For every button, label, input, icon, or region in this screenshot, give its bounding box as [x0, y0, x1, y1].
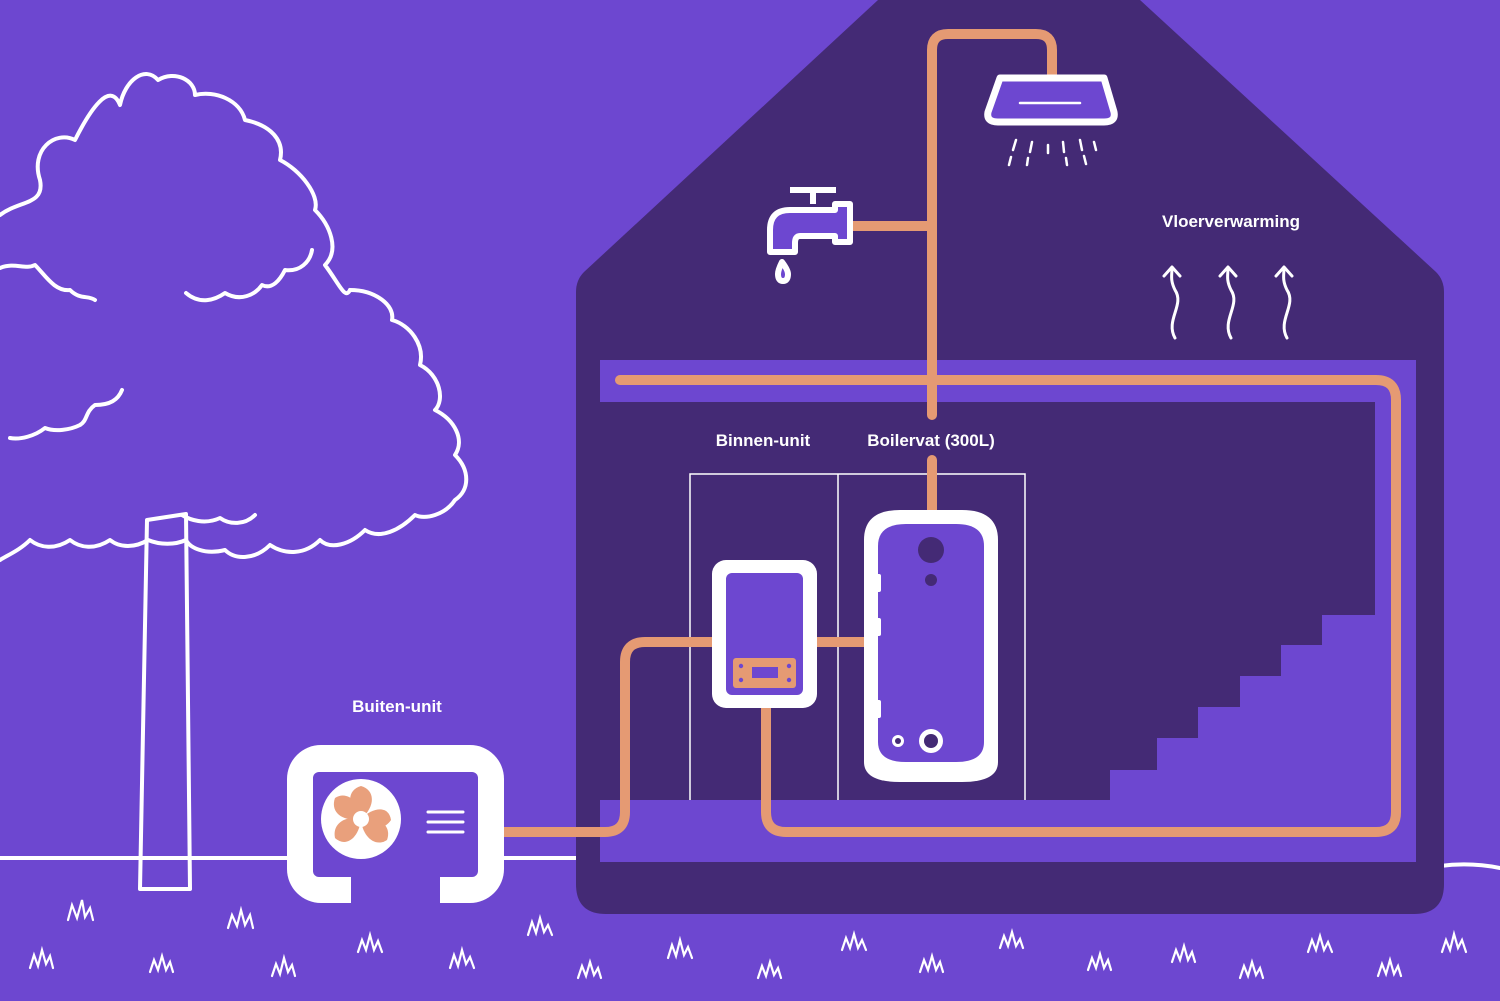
- boiler-tank-label: Boilervat (300L): [867, 431, 995, 450]
- shower-icon: [984, 74, 1118, 167]
- outdoor-unit-label: Buiten-unit: [352, 697, 442, 716]
- tree-icon: [0, 72, 469, 891]
- tap-icon: [767, 187, 853, 284]
- pipes: [495, 29, 1401, 837]
- ground-line: [0, 856, 1500, 870]
- boiler-tank: [864, 510, 998, 782]
- fan-icon: [321, 779, 401, 859]
- floor-heating-label: Vloerverwarming: [1162, 212, 1300, 231]
- indoor-unit: [712, 560, 817, 708]
- heat-arrow-icon: [1162, 265, 1294, 340]
- outdoor-unit: [287, 745, 504, 903]
- grass-icon: [28, 899, 1468, 980]
- ground-floor: [600, 360, 1416, 862]
- indoor-unit-label: Binnen-unit: [716, 431, 811, 450]
